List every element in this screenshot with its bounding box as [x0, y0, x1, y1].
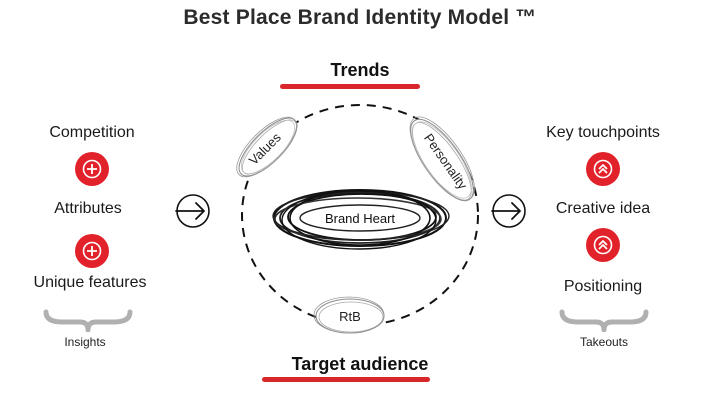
rtb-label: RtB — [339, 309, 361, 324]
plus-circle-icon — [75, 152, 109, 186]
brand-heart-ellipse — [272, 189, 450, 250]
left-item-competition: Competition — [49, 124, 135, 141]
trends-underline — [280, 84, 420, 89]
values-ellipse — [236, 116, 298, 178]
personality-ellipse — [409, 116, 475, 202]
takeouts-brace — [559, 309, 649, 332]
rtb-ellipse — [313, 296, 385, 334]
insights-label: Insights — [64, 335, 106, 349]
trends-heading: Trends — [330, 60, 390, 80]
diagram-title: Best Place Brand Identity Model ™ — [183, 6, 537, 29]
target-audience-heading: Target audience — [291, 354, 429, 374]
right-item-positioning: Positioning — [563, 278, 643, 295]
target-audience-underline — [262, 377, 430, 382]
brand-heart-label: Brand Heart — [325, 211, 395, 226]
left-item-attributes: Attributes — [54, 200, 122, 217]
arrow-right-circle-icon — [491, 194, 526, 228]
left-item-unique-features: Unique features — [33, 274, 147, 291]
right-item-creative-idea: Creative idea — [555, 200, 651, 217]
double-chevron-up-icon — [586, 228, 620, 262]
plus-circle-icon — [75, 234, 109, 268]
arrow-right-circle-icon — [175, 194, 210, 228]
double-chevron-up-icon — [586, 152, 620, 186]
brand-identity-diagram: Values Personality Brand Heart RtB — [236, 104, 479, 334]
insights-brace — [43, 309, 133, 332]
takeouts-label: Takeouts — [579, 335, 629, 349]
right-item-key-touchpoints: Key touchpoints — [546, 124, 660, 141]
